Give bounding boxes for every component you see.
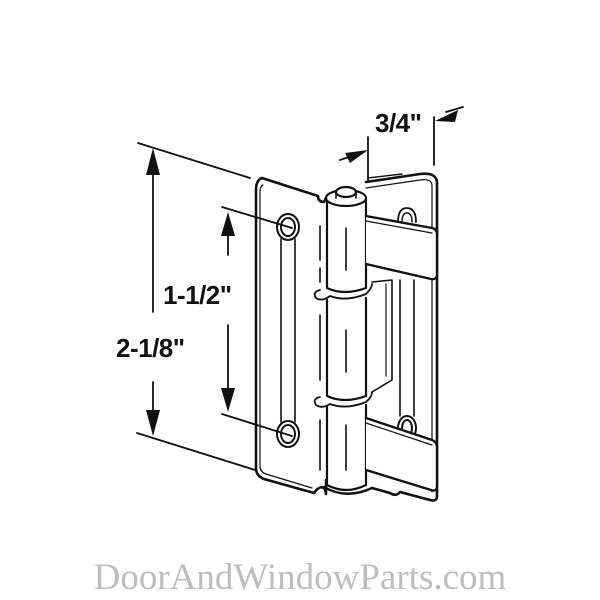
left-hinge-leaf bbox=[254, 176, 328, 496]
upper-leaf-tab bbox=[364, 214, 439, 281]
hole-spacing-dimension-label: 1-1/2" bbox=[163, 280, 232, 310]
width-dimension-label: 3/4" bbox=[375, 108, 422, 138]
right-hinge-leaf bbox=[364, 172, 439, 502]
overall-height-dimension-label: 2-1/8" bbox=[116, 333, 185, 363]
width-dimension bbox=[339, 106, 464, 181]
lower-leaf-tab bbox=[364, 416, 439, 492]
overall-height-dimension bbox=[136, 142, 256, 471]
hinge-barrel bbox=[313, 185, 374, 495]
watermark: DoorAndWindowParts.com bbox=[93, 557, 507, 598]
